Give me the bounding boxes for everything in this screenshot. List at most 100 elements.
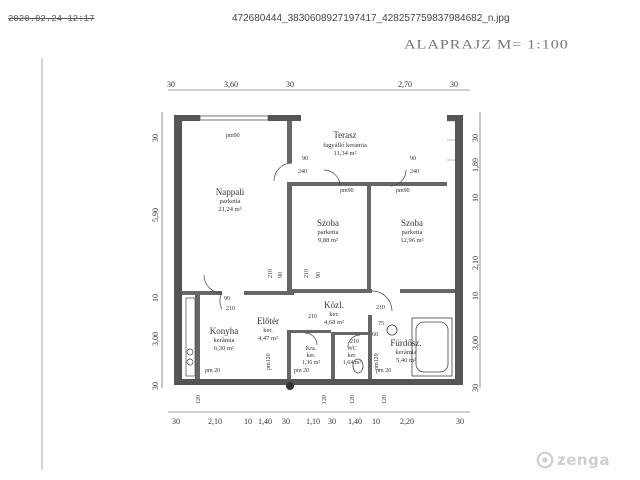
room-nappali-finish: parketta (220, 198, 241, 205)
opening-window-b: 120 (322, 395, 328, 404)
room-eloter-area: 4,47 m² (258, 335, 278, 342)
dimension-lines (161, 89, 481, 413)
room-eloter-finish: ker. (263, 327, 273, 334)
opening-210-d: 210 (308, 314, 317, 320)
interior-walls (182, 121, 455, 379)
opening-pm20-b: pm 20 (294, 368, 309, 374)
room-furdo: Fürdősz. kerámia 5,40 m² (390, 338, 421, 364)
room-szoba2-name: Szoba (401, 218, 423, 228)
zenga-logo-icon (536, 451, 554, 469)
opening-240-b: 240 (410, 169, 419, 175)
room-furdo-area: 5,40 m² (396, 357, 416, 364)
dim-left-4: 3,00 (151, 332, 160, 346)
dim-bottom-4: 1,40 (258, 417, 272, 426)
room-furdo-name: Fürdősz. (390, 338, 421, 348)
room-kozl-name: Közl. (324, 300, 344, 310)
room-furdo-finish: kerámia (396, 349, 417, 356)
dim-right-7: 30 (471, 384, 480, 392)
room-kamra-area: 1,36 m² (302, 360, 321, 366)
window-nappali (199, 115, 269, 121)
plan-title: ALAPRAJZ M= 1:100 (404, 38, 569, 52)
dim-bottom-2: 2,10 (208, 417, 222, 426)
opening-pm20-c: pm 20 (376, 368, 391, 374)
room-szoba1-finish: parketta (318, 229, 339, 236)
dim-left-2: 5,90 (151, 208, 160, 222)
room-eloter: Előtér ker. 4,47 m² (257, 316, 279, 342)
room-terasz: Terasz fagyálló kerámia 11,34 m² (323, 130, 367, 157)
dim-bottom-9: 10 (372, 417, 380, 426)
terasz-hatching (447, 120, 455, 161)
dim-top-2: 3,60 (224, 80, 238, 89)
dim-bottom-11: 30 (456, 417, 464, 426)
opening-pm90-b: pm90 (340, 188, 354, 194)
external-walls (174, 115, 463, 385)
door-swings (203, 162, 407, 348)
opening-90-b: 90 (316, 272, 322, 278)
opening-90-c: 90 (224, 296, 230, 302)
opening-210-c: 210 (226, 306, 235, 312)
section-mark (286, 382, 294, 390)
room-szoba-2: Szoba parketta 12,96 m² (400, 218, 423, 244)
dim-right-2: 1,89 (471, 158, 480, 172)
room-nappali-name: Nappali (216, 187, 245, 197)
dim-right-6: 3,00 (471, 336, 480, 350)
opening-pm90-a: pm90 (226, 133, 240, 139)
opening-210-f: 210 (350, 339, 359, 345)
dim-bottom-6: 1,10 (306, 417, 320, 426)
room-wc-finish: ker. (348, 353, 357, 359)
watermark: zenga (536, 448, 636, 472)
dim-top-4: 2,70 (398, 80, 412, 89)
opening-window-a: 120 (196, 395, 202, 404)
watermark-text: zenga (557, 451, 610, 469)
dim-bottom-7: 30 (328, 417, 336, 426)
room-konyha-finish: kerámia (214, 337, 235, 344)
dim-left-3: 10 (151, 294, 160, 302)
room-szoba1-area: 9,88 m² (318, 237, 338, 244)
dim-right-1: 30 (471, 134, 480, 142)
opening-60: 60 (372, 332, 378, 338)
room-wc-area: 1,64 m² (343, 360, 362, 366)
date-stamp: 2020.02.24 12:17 (8, 14, 95, 24)
room-szoba-1: Szoba parketta 9,88 m² (317, 218, 339, 244)
opening-75: 75 (378, 321, 384, 327)
kitchen-fixtures (185, 297, 196, 377)
dim-top-5: 30 (450, 80, 458, 89)
room-terasz-area: 11,34 m² (333, 150, 356, 157)
dim-left-1: 30 (151, 134, 160, 142)
room-szoba2-finish: parketta (402, 229, 423, 236)
dim-bottom-8: 1,40 (348, 417, 362, 426)
opening-90-a: 90 (278, 272, 284, 278)
room-kozl: Közl. ker. 4,68 m² (324, 300, 344, 326)
room-szoba2-area: 12,96 m² (400, 237, 423, 244)
room-konyha-name: Konyha (210, 326, 239, 336)
opening-210-b: 210 (304, 269, 310, 278)
opening-pm120: pm120 (266, 353, 272, 370)
file-name: 472680444_3830608927197417_4282577598379… (232, 13, 510, 24)
dim-bottom-5: 30 (282, 417, 290, 426)
opening-pm20-a: pm 20 (205, 368, 220, 374)
dim-bottom-10: 2,20 (400, 417, 414, 426)
dim-bottom-1: 30 (172, 417, 180, 426)
room-konyha-area: 6,30 m² (214, 345, 234, 352)
opening-90-nappali: 90 (302, 156, 308, 162)
room-nappali: Nappali parketta 21,24 m² (216, 187, 245, 213)
dim-left-5: 30 (151, 382, 160, 390)
room-kamra-name: Kra. (306, 346, 317, 352)
dim-right-4: 2,10 (471, 256, 480, 270)
room-nappali-area: 21,24 m² (218, 206, 241, 213)
opening-90-terasz: 90 (410, 156, 416, 162)
opening-240-a: 240 (298, 169, 307, 175)
bathroom-fixtures (352, 317, 453, 377)
dim-top-3: 30 (286, 80, 294, 89)
room-konyha: Konyha kerámia 6,30 m² (210, 326, 239, 352)
dim-top-1: 30 (167, 80, 175, 89)
opening-pm120-b: pm120 (374, 353, 380, 370)
room-kamra-finish: ker. (307, 353, 316, 359)
opening-window-c: 120 (350, 395, 356, 404)
room-wc-name: WC (347, 346, 357, 352)
room-wc: WC ker. 1,64 m² (343, 346, 362, 366)
opening-labels: pm90 pm90 pm90 240 240 90 90 210 90 210 … (196, 133, 419, 404)
room-kozl-area: 4,68 m² (324, 319, 344, 326)
